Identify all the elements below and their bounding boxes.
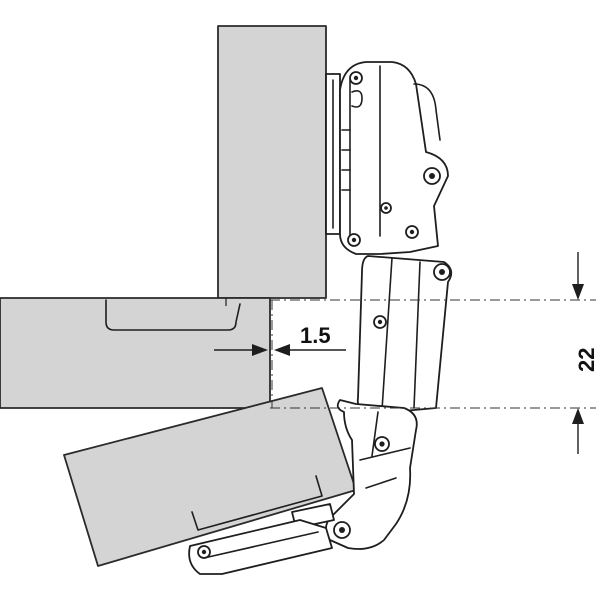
knuckle-detail [359,411,411,489]
cup-flange-line [203,531,319,559]
link-plate-front [356,255,453,415]
link-rivet-mid-center [377,319,383,325]
knuckle-pin-center [379,441,385,447]
gap-arrow-left [252,344,268,356]
panel-recess [105,299,241,331]
arm-rivet-small-center [384,206,388,210]
gap-dimension-label: 1.5 [300,323,331,348]
hinge-arm-knuckle [413,83,441,141]
cabinet-side-panel [217,25,327,299]
height-dimension-label: 22 [574,348,599,372]
cabinet-horizontal-panel [0,297,271,409]
hinge-lower-knuckle [325,399,418,550]
link-plate-edge-2 [413,261,421,409]
link-pivot-top-center [439,269,445,275]
link-plate-edge [381,257,393,411]
height-arrow-bottom [572,408,584,424]
arm-rivet-left-center [351,237,357,243]
hinge-cup-flange [188,519,333,575]
adjust-screw-top-center [353,75,359,81]
hinge-arm-adjuster [341,90,363,191]
arm-rivet-lower-center [409,229,415,235]
cup-pivot-pin-center [339,527,345,533]
arm-pivot-pin-center [429,173,435,179]
cup-screw-center [201,549,207,555]
hinge-arm-body [339,61,449,255]
door-cup-recess [191,475,323,531]
gap-arrow-right [274,344,290,356]
height-arrow-top [572,284,584,300]
